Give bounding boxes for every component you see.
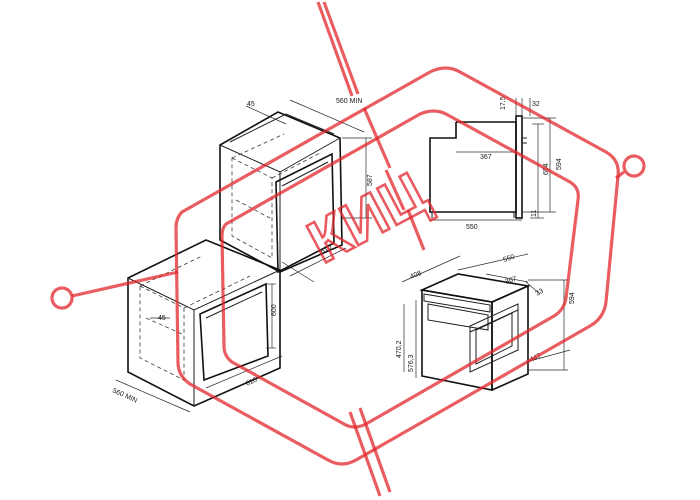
column-cabinet [219,111,343,274]
side-top-a-label: 17,5 [500,96,507,110]
iso-front-a-label: 470,2 [396,340,403,358]
iso-depth-a-label: 367 [504,276,517,286]
iso-width-b-label: 550 [502,254,515,264]
base-gap-label: 45 [158,315,166,322]
iso-height-label: 594 [569,292,576,304]
base-depth-label: 560 MIN [111,387,138,404]
base-width-label: 610 [245,376,259,387]
side-foot-label: 11 [531,210,538,217]
side-depth-label: 550 [466,224,478,231]
base-height-label: 600 [271,304,278,316]
column-height-label: 587 [367,174,374,186]
iso-front-b-label: 576,3 [408,354,415,372]
column-gap-label: 45 [247,101,255,108]
side-top-b-label: 32 [532,101,540,108]
side-body-depth-label: 367 [480,154,492,161]
column-depth-label: 560 MIN [336,98,362,105]
oven-isometric [419,273,531,392]
oven-side-view [429,115,527,219]
column-dimensions: 45 560 MIN 587 610 [245,98,374,283]
watermark-logo: КИЦ [50,1,646,497]
iso-width-a-label: 408 [409,270,423,281]
base-dimensions: 45 600 610 560 MIN [111,283,283,413]
side-height-a-label: 594 [556,158,563,170]
column-width-label: 610 [320,244,334,256]
iso-depth-b-label: 33 [535,288,545,298]
